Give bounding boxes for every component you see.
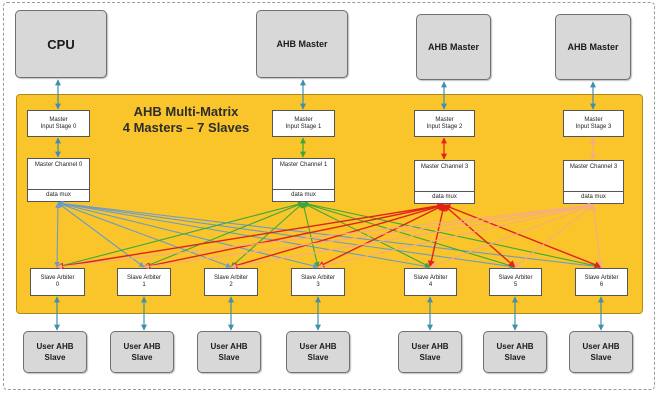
- slave-arbiter-1: Slave Arbiter 1: [117, 268, 171, 296]
- slave-arbiter-2-label: Slave Arbiter: [213, 275, 249, 281]
- crossbar-link-m3-s5: [514, 204, 594, 268]
- user-ahb-slave-6: User AHB Slave: [569, 331, 633, 373]
- input-stage-3-line1: Master: [584, 116, 603, 123]
- user-ahb-slave-5-line2: Slave: [504, 353, 526, 362]
- slave-arbiter-6-index: 6: [599, 282, 604, 288]
- master-ahb-2: AHB Master: [416, 14, 491, 80]
- input-stage-0-line2: Input Stage 0: [40, 123, 77, 130]
- matrix-title-line1: AHB Multi-Matrix: [133, 104, 239, 119]
- master-ahb-3: AHB Master: [555, 14, 631, 80]
- user-ahb-slave-1: User AHB Slave: [110, 331, 174, 373]
- input-stage-2-line2: Input Stage 2: [426, 123, 463, 130]
- slave-arbiter-4-label: Slave Arbiter: [413, 275, 448, 281]
- slave-arbiter-0-label: Slave Arbiter: [40, 275, 75, 281]
- user-ahb-slave-5-line1: User AHB: [496, 342, 534, 351]
- data-mux-2: data mux: [415, 191, 474, 203]
- user-ahb-slave-4: User AHB Slave: [398, 331, 462, 373]
- user-ahb-slave-4-line1: User AHB: [411, 342, 449, 351]
- data-mux-1: data mux: [273, 189, 334, 201]
- crossbar-link-m1-s4: [302, 202, 431, 268]
- user-ahb-slave-2-line1: User AHB: [210, 342, 248, 351]
- crossbar-link-m2-s4: [427, 204, 447, 268]
- input-stage-0: Master Input Stage 0: [27, 110, 90, 137]
- input-stage-2: Master Input Stage 2: [414, 110, 475, 137]
- slave-arbiter-3-index: 3: [316, 282, 320, 288]
- user-ahb-slave-3-line1: User AHB: [299, 342, 337, 351]
- master-channel-1: Master Channel 1 data mux: [272, 158, 335, 202]
- master-cpu-label: CPU: [47, 36, 75, 52]
- slave-arbiter-1-label: Slave Arbiter: [126, 275, 162, 281]
- user-ahb-slave-2-line2: Slave: [218, 353, 240, 362]
- master-channel-2-label: Master Channel 3: [420, 164, 469, 170]
- input-stage-3: Master Input Stage 3: [563, 110, 624, 137]
- user-ahb-slave-3-line2: Slave: [307, 353, 329, 362]
- slave-arbiter-1-index: 1: [142, 282, 146, 288]
- slave-arbiter-2-index: 2: [229, 282, 233, 288]
- input-stage-1: Master Input Stage 1: [272, 110, 335, 137]
- slave-arbiter-4-index: 4: [428, 282, 433, 288]
- input-stage-3-line2: Input Stage 3: [575, 123, 612, 130]
- slave-arbiter-5-index: 5: [513, 282, 518, 288]
- input-stage-0-line1: Master: [49, 116, 68, 123]
- slave-arbiter-3-label: Slave Arbiter: [300, 275, 336, 281]
- master-channel-3-label: Master Channel 3: [569, 164, 618, 170]
- master-ahb-3-label: AHB Master: [567, 42, 619, 52]
- outer-frame: [3, 2, 655, 390]
- data-mux-0: data mux: [28, 189, 89, 201]
- user-ahb-slave-6-line1: User AHB: [582, 342, 620, 351]
- slave-arbiter-0: Slave Arbiter 0: [30, 268, 85, 296]
- slave-arbiter-3: Slave Arbiter 3: [291, 268, 345, 296]
- user-ahb-slave-3: User AHB Slave: [286, 331, 350, 373]
- crossbar-link-m2-s0: [56, 202, 445, 270]
- user-ahb-slave-1-line2: Slave: [131, 353, 153, 362]
- input-stage-1-line2: Input Stage 1: [285, 123, 322, 130]
- crossbar-link-m1-s3: [301, 202, 320, 268]
- user-ahb-slave-6-line2: Slave: [590, 353, 612, 362]
- master-channel-1-label: Master Channel 1: [279, 162, 328, 168]
- slave-arbiter-5: Slave Arbiter 5: [489, 268, 542, 296]
- slave-arbiter-6-label: Slave Arbiter: [584, 275, 619, 281]
- master-channel-3: Master Channel 3 data mux: [563, 160, 624, 204]
- master-channel-0-label: Master Channel 0: [34, 162, 83, 168]
- master-cpu: CPU: [15, 10, 107, 78]
- input-stage-2-line1: Master: [435, 116, 454, 123]
- master-channel-0: Master Channel 0 data mux: [27, 158, 90, 202]
- user-ahb-slave-5: User AHB Slave: [483, 331, 547, 373]
- user-ahb-slave-0-line1: User AHB: [36, 342, 74, 351]
- crossbar-link-m3-s6: [590, 204, 604, 268]
- master-channel-2: Master Channel 3 data mux: [414, 160, 475, 204]
- user-ahb-slave-1-line1: User AHB: [123, 342, 161, 351]
- user-ahb-slave-0-line2: Slave: [44, 353, 66, 362]
- crossbar-link-m2-s1: [143, 202, 445, 270]
- user-ahb-slave-4-line2: Slave: [419, 353, 441, 362]
- crossbar-link-m0-s1: [57, 202, 145, 268]
- master-ahb-1-label: AHB Master: [276, 39, 328, 49]
- input-stage-1-line1: Master: [294, 116, 313, 123]
- matrix-title-line2: 4 Masters – 7 Slaves: [122, 120, 250, 135]
- crossbar-link-m0-s0: [54, 202, 61, 268]
- slave-arbiter-6: Slave Arbiter 6: [575, 268, 628, 296]
- user-ahb-slave-2: User AHB Slave: [197, 331, 261, 373]
- slave-arbiter-0-index: 0: [55, 282, 60, 288]
- matrix-title: AHB Multi-Matrix 4 Masters – 7 Slaves: [86, 104, 286, 136]
- user-ahb-slave-0: User AHB Slave: [23, 331, 87, 373]
- data-mux-3: data mux: [564, 191, 623, 203]
- master-ahb-1: AHB Master: [256, 10, 348, 78]
- master-ahb-2-label: AHB Master: [427, 42, 479, 52]
- slave-arbiter-5-label: Slave Arbiter: [498, 275, 533, 281]
